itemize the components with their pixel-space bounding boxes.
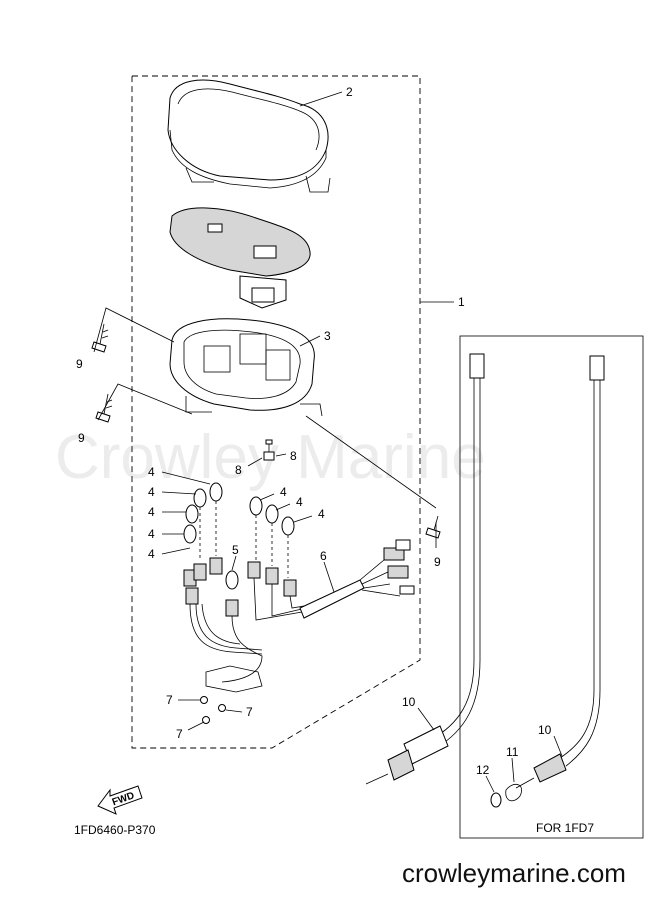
clip-11[interactable] bbox=[505, 783, 522, 802]
callout-3: 3 bbox=[324, 329, 331, 343]
callout-4-1: 4 bbox=[148, 465, 155, 479]
speedometer-cable-right[interactable] bbox=[515, 355, 605, 789]
callout-2: 2 bbox=[346, 85, 353, 99]
callout-9-right: 9 bbox=[434, 555, 441, 569]
callout-1: 1 bbox=[458, 295, 465, 309]
footer-url[interactable]: crowleymarine.com bbox=[402, 858, 626, 888]
callout-4-6: 4 bbox=[280, 485, 287, 499]
o-ring-12[interactable] bbox=[490, 792, 502, 808]
callout-4-5: 4 bbox=[148, 547, 155, 561]
callout-7-right: 7 bbox=[246, 705, 253, 719]
meter-cover[interactable] bbox=[167, 79, 331, 193]
callout-10-right: 10 bbox=[538, 723, 552, 737]
callout-9-upper: 9 bbox=[76, 357, 83, 371]
screw-9-left-upper[interactable] bbox=[91, 323, 109, 353]
callout-7-upper: 7 bbox=[166, 693, 173, 707]
callout-8-left: 8 bbox=[235, 463, 242, 477]
speedometer-cable-left[interactable] bbox=[365, 353, 485, 785]
leader-lines bbox=[93, 91, 563, 793]
nuts-7[interactable] bbox=[200, 696, 226, 724]
callout-10-left: 10 bbox=[402, 695, 416, 709]
callout-4-4: 4 bbox=[148, 527, 155, 541]
screw-9-right[interactable] bbox=[425, 515, 441, 539]
callout-5: 5 bbox=[232, 543, 239, 557]
callout-9-lower: 9 bbox=[78, 431, 85, 445]
wire-harness[interactable] bbox=[183, 539, 415, 693]
callout-4-2: 4 bbox=[148, 485, 155, 499]
callout-6: 6 bbox=[320, 549, 327, 563]
callout-7-lower: 7 bbox=[176, 727, 183, 741]
callout-4-7: 4 bbox=[296, 495, 303, 509]
callout-12: 12 bbox=[476, 763, 490, 777]
assembly-boundary bbox=[131, 75, 421, 749]
callout-8-right: 8 bbox=[290, 449, 297, 463]
variant-box bbox=[459, 335, 644, 839]
screw-8[interactable] bbox=[263, 439, 275, 461]
variant-caption: FOR 1FD7 bbox=[536, 821, 594, 835]
callout-11: 11 bbox=[506, 745, 519, 759]
fwd-label: FWD bbox=[111, 790, 136, 808]
bulbs[interactable] bbox=[183, 482, 295, 590]
callout-4-3: 4 bbox=[148, 505, 155, 519]
diagram-code: 1FD6460-P370 bbox=[74, 823, 156, 837]
meter-case[interactable] bbox=[169, 318, 323, 417]
callout-4-8: 4 bbox=[318, 507, 325, 521]
callout-labels: 2 1 3 9 9 9 8 8 4 4 4 4 4 4 4 4 5 6 7 7 … bbox=[76, 85, 552, 777]
screw-9-left-lower[interactable] bbox=[95, 393, 113, 423]
meter-unit[interactable] bbox=[169, 207, 311, 309]
fwd-arrow-icon: FWD bbox=[97, 785, 143, 815]
